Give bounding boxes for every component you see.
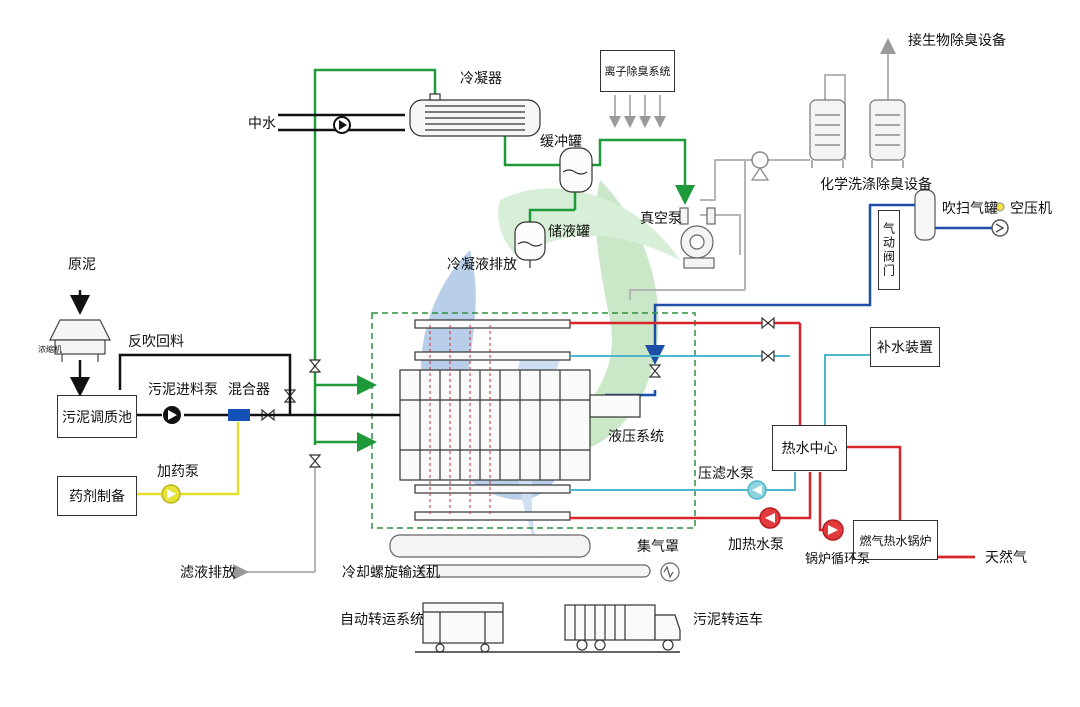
chemical-preparation-label: 药剂制备 xyxy=(69,489,125,505)
buffer-tank-icon xyxy=(559,147,593,193)
thickener-tag-label: 浓缩机 xyxy=(38,345,62,354)
mixer-icon xyxy=(228,409,250,421)
exhaust-fan-icon xyxy=(750,151,770,181)
auto-transfer-system-label: 自动转运系统 xyxy=(340,612,424,628)
cyan-water-lines xyxy=(570,354,870,491)
mixer-label: 混合器 xyxy=(228,382,270,398)
pneumatic-valve-label: 气动阀门 xyxy=(881,222,896,278)
purge-tank-label: 吹扫气罐 xyxy=(942,201,998,217)
truck-icon xyxy=(564,604,681,651)
green-vapor-lines xyxy=(313,68,695,452)
air-compressor-icon xyxy=(991,202,1009,237)
sludge-conditioning-tank-box: 污泥调质池 xyxy=(57,395,137,438)
dosing-pump-icon xyxy=(161,484,181,504)
ion-deodorization-arrows xyxy=(609,95,666,128)
vacuum-pump-label: 真空泵 xyxy=(640,211,682,227)
purge-tank-icon xyxy=(914,189,936,241)
water-pump-icon xyxy=(333,116,351,134)
gas-hot-water-boiler-label: 燃气热水锅炉 xyxy=(859,533,932,548)
heating-plate-lines xyxy=(429,325,491,515)
raw-sludge-label: 原泥 xyxy=(68,257,96,273)
hot-water-center-label: 热水中心 xyxy=(781,441,838,457)
yellow-chemical-lines xyxy=(135,422,240,496)
boiler-circulation-pump-icon xyxy=(822,519,844,541)
condenser-icon xyxy=(409,93,541,137)
hydraulic-system-label: 液压系统 xyxy=(608,429,664,445)
press-filter-pump-label: 压滤水泵 xyxy=(698,466,754,482)
to-bio-deodorization-label: 接生物除臭设备 xyxy=(908,33,1006,49)
chemical-scrubber-label: 化学洗涤除臭设备 xyxy=(820,177,932,193)
gas-hot-water-boiler-box: 燃气热水锅炉 xyxy=(853,520,938,560)
cooling-screw-conveyor-icon xyxy=(389,534,680,582)
hot-water-center-box: 热水中心 xyxy=(772,425,847,471)
storage-tank-icon xyxy=(514,221,546,268)
filter-press-icon xyxy=(399,319,641,521)
makeup-water-device-box: 补水装置 xyxy=(870,327,940,367)
ion-deodorization-label: 离子除臭系统 xyxy=(604,65,671,78)
valve-icon xyxy=(261,316,775,468)
filtrate-discharge-label: 滤液排放 xyxy=(180,565,236,581)
buffer-tank-label: 缓冲罐 xyxy=(540,134,582,150)
natural-gas-label: 天然气 xyxy=(985,550,1027,566)
back-blow-return-label: 反吹回料 xyxy=(128,334,184,350)
press-filter-pump-icon xyxy=(747,480,767,500)
heating-pump-icon xyxy=(759,507,781,529)
reclaimed-water-label: 中水 xyxy=(248,116,276,132)
condenser-label: 冷凝器 xyxy=(460,71,502,87)
cooling-screw-conveyor-label: 冷却螺旋输送机 xyxy=(342,565,440,581)
condensate-discharge-label: 冷凝液排放 xyxy=(447,257,517,273)
heating-pump-label: 加热水泵 xyxy=(728,537,784,553)
dosing-pump-label: 加药泵 xyxy=(157,464,199,480)
thickener-icon xyxy=(49,319,111,362)
chemical-scrubber-icon xyxy=(809,99,906,168)
sludge-feed-pump-icon xyxy=(163,406,181,424)
storage-tank-label: 储液罐 xyxy=(548,224,590,240)
gas-hood-boundary xyxy=(371,312,696,529)
pneumatic-valve-box: 气动阀门 xyxy=(878,210,900,290)
makeup-water-device-label: 补水装置 xyxy=(877,340,933,356)
sludge-conditioning-tank-label: 污泥调质池 xyxy=(62,409,132,426)
sludge-feed-pump-label: 污泥进料泵 xyxy=(148,382,218,398)
chemical-preparation-box: 药剂制备 xyxy=(57,476,137,516)
vacuum-pump-icon xyxy=(679,207,716,269)
air-compressor-label: 空压机 xyxy=(1010,201,1052,217)
gas-hood-label: 集气罩 xyxy=(637,539,679,555)
boiler-circulation-pump-label: 锅炉循环泵 xyxy=(805,552,871,567)
ion-deodorization-box: 离子除臭系统 xyxy=(600,50,675,92)
sludge-transport-truck-label: 污泥转运车 xyxy=(693,612,763,628)
sludge-feed-lines xyxy=(70,290,400,417)
auto-transfer-system-icon xyxy=(422,602,504,653)
